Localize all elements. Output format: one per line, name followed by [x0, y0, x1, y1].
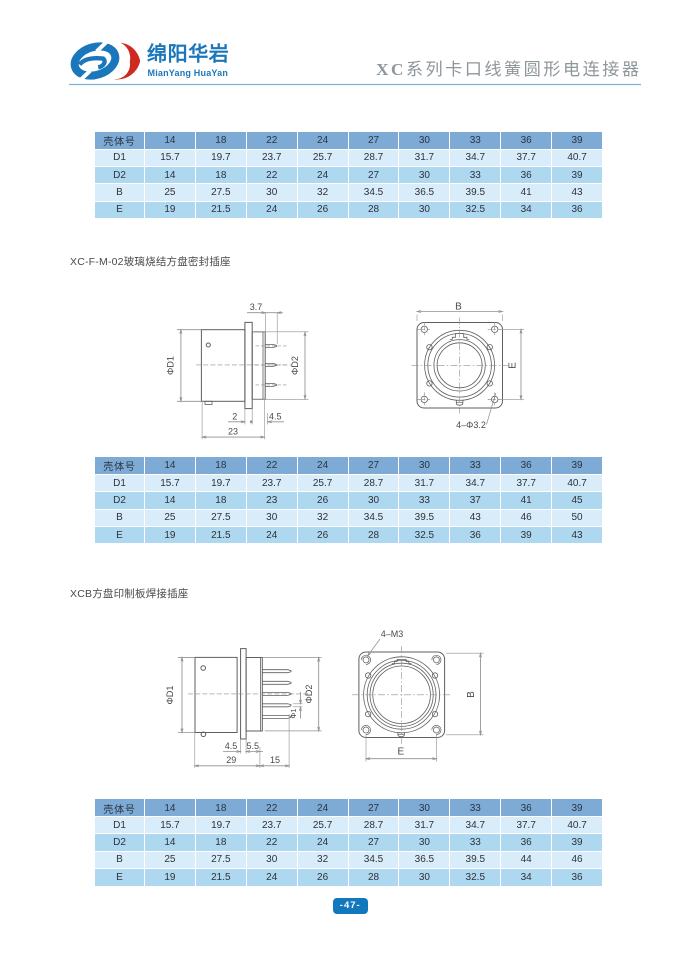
svg-text:4.5: 4.5 — [269, 411, 282, 421]
svg-text:E: E — [508, 362, 519, 369]
svg-text:ΦD2: ΦD2 — [304, 684, 314, 703]
svg-text:B: B — [455, 302, 462, 313]
svg-text:4–Φ3.2: 4–Φ3.2 — [456, 420, 486, 430]
svg-text:E: E — [397, 747, 404, 758]
svg-text:29: 29 — [226, 755, 236, 765]
svg-text:B: B — [466, 691, 477, 698]
svg-text:ΦD1: ΦD1 — [166, 356, 176, 375]
svg-text:ΦD1: ΦD1 — [165, 685, 175, 704]
svg-text:绵阳华岩: 绵阳华岩 — [147, 42, 229, 66]
svg-text:5.5: 5.5 — [246, 741, 259, 751]
svg-text:4.5: 4.5 — [225, 741, 238, 751]
svg-text:4–M3: 4–M3 — [381, 629, 404, 639]
svg-text:23: 23 — [228, 426, 238, 436]
svg-text:Φ1: Φ1 — [289, 708, 298, 718]
svg-text:2: 2 — [232, 411, 237, 421]
svg-text:XC系列卡口线簧圆形电连接器: XC系列卡口线簧圆形电连接器 — [376, 60, 641, 79]
svg-text:ΦD2: ΦD2 — [290, 356, 300, 375]
svg-text:15: 15 — [270, 755, 280, 765]
svg-text:MianYang HuaYan: MianYang HuaYan — [148, 68, 229, 78]
svg-text:3.7: 3.7 — [250, 302, 263, 312]
